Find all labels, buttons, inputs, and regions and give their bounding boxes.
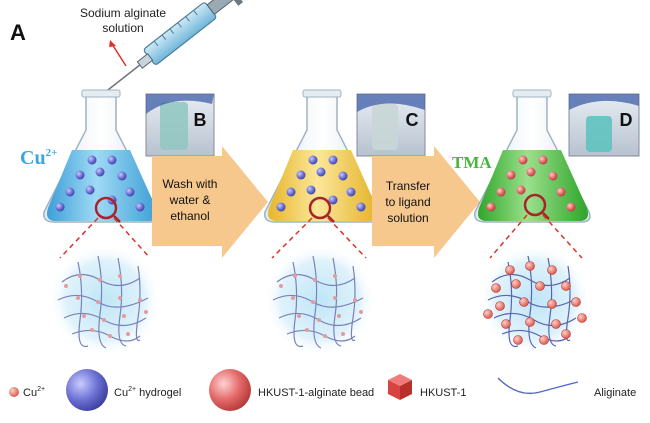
syringe-label-line2: solution xyxy=(102,21,143,35)
arrowhead-icon xyxy=(109,40,116,47)
panel-label: A xyxy=(10,20,26,45)
hydrogel-bead-icon xyxy=(66,369,108,411)
hkust-cube-icon xyxy=(388,374,412,400)
flask-copper-solution xyxy=(42,89,160,223)
label-pointer-arrow xyxy=(111,43,127,67)
process-arrow-wash xyxy=(152,146,268,258)
svg-text:B: B xyxy=(194,110,207,130)
zoom-ring-1 xyxy=(94,196,118,220)
cu-ion-icon xyxy=(9,387,19,397)
photo-b: B xyxy=(145,93,215,157)
legend-label-alginate: Aliginate xyxy=(594,387,636,399)
syringe-label-line1: Sodium alginate xyxy=(80,6,166,20)
step1-line1: Wash with xyxy=(163,177,218,191)
zoom-ring-2 xyxy=(308,196,332,220)
network-closeup-1 xyxy=(49,244,161,356)
legend-label-hkust-bead: HKUST-1-alginate bead xyxy=(258,387,374,399)
photo-d: D xyxy=(568,93,640,157)
legend-label-hydrogel: Cu2+ hydrogel xyxy=(114,386,181,399)
zoom-ring-3 xyxy=(523,193,547,217)
svg-text:C: C xyxy=(406,110,419,130)
tma-label: TMA xyxy=(452,153,492,172)
step1-line2: water & xyxy=(169,193,211,207)
legend: Cu2+ Cu2+ hydrogel HKUST-1-alginate bead… xyxy=(9,369,636,411)
step1-line3: ethanol xyxy=(170,209,209,223)
zoom-dashed-lines xyxy=(59,214,583,259)
copper-ion-label: Cu2+ xyxy=(20,147,57,169)
network-closeup-2 xyxy=(264,244,376,356)
step2-line2: to ligand xyxy=(385,195,430,209)
step2-line3: solution xyxy=(387,211,428,225)
svg-text:D: D xyxy=(620,110,633,130)
photo-c: C xyxy=(356,93,426,157)
network-closeup-3 xyxy=(479,244,591,356)
zoom-handle-2 xyxy=(327,215,335,223)
legend-label-hkust: HKUST-1 xyxy=(420,387,466,399)
hkust-alginate-bead-icon xyxy=(209,369,251,411)
syringe-icon xyxy=(106,0,244,92)
zoom-handle-3 xyxy=(542,212,550,220)
zoom-handle-1 xyxy=(113,215,121,223)
hydrogel-beads-washed xyxy=(276,155,366,212)
process-arrow-transfer xyxy=(372,146,480,258)
hkust-alginate-beads xyxy=(486,155,576,212)
legend-label-cu: Cu2+ xyxy=(23,386,45,399)
alginate-strand-icon xyxy=(497,377,579,395)
hydrogel-beads xyxy=(55,155,145,212)
step2-line1: Transfer xyxy=(386,179,430,193)
